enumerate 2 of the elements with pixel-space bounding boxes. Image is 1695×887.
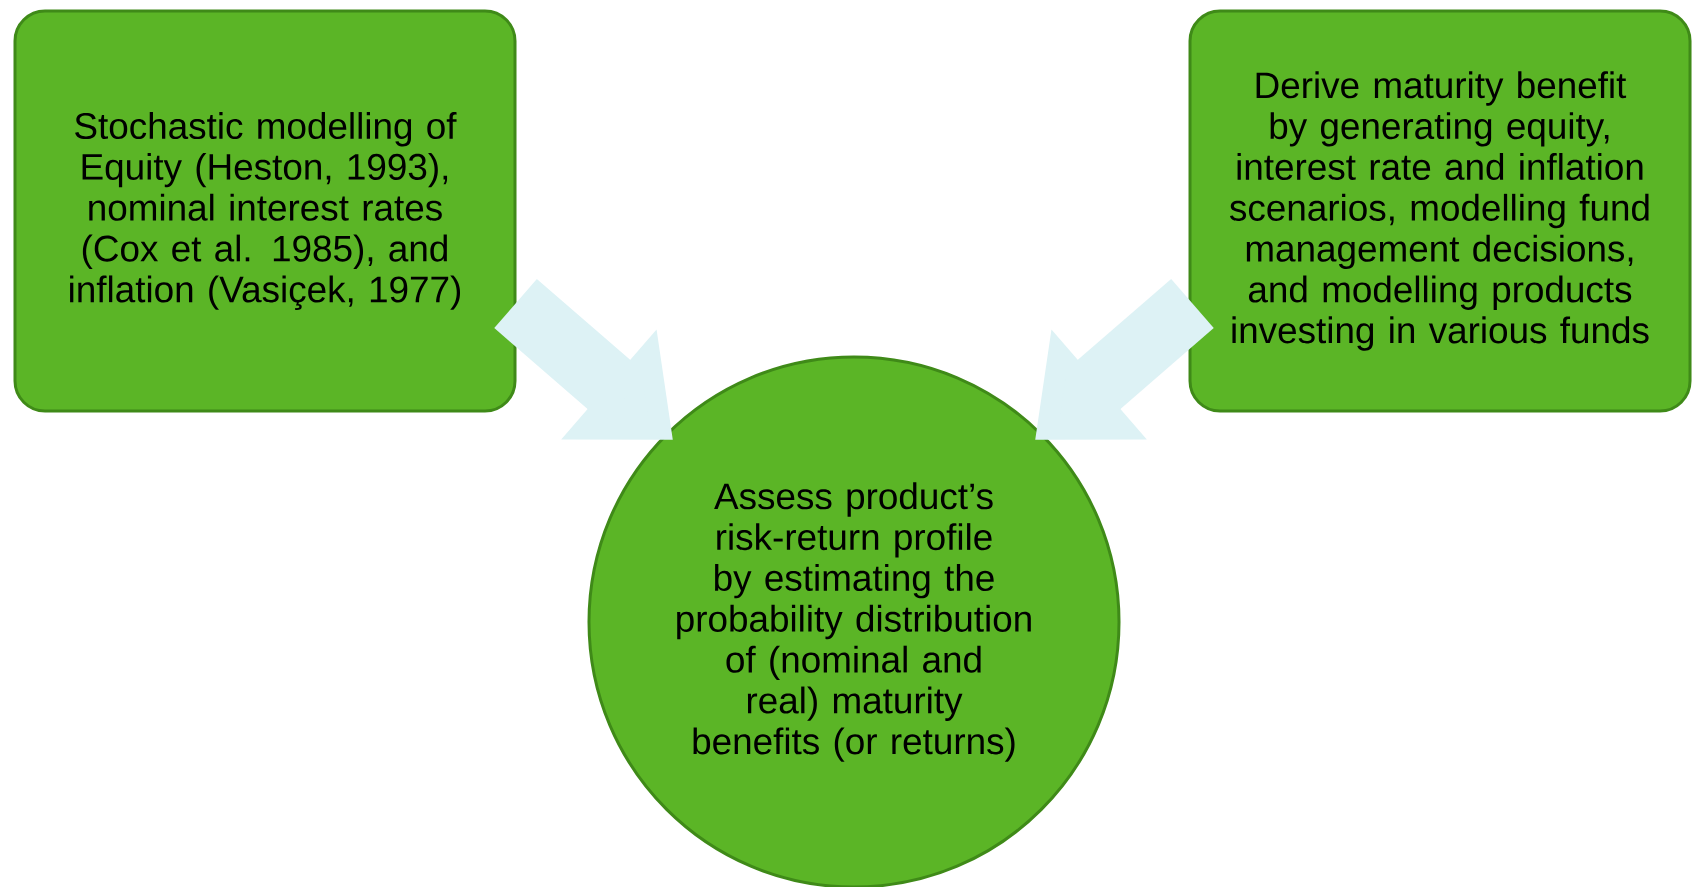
process-box: Derive maturity benefit by generating equity, interest rate and inflation scenarios, modelling fund management decisions, and modelling products investing in various funds [1188, 9, 1692, 413]
process-box: Stochastic modelling of Equity (Heston, 1993), nominal interest rates (Cox et al. 1985), and inflation (Vasiçek, 1977) [13, 9, 517, 413]
